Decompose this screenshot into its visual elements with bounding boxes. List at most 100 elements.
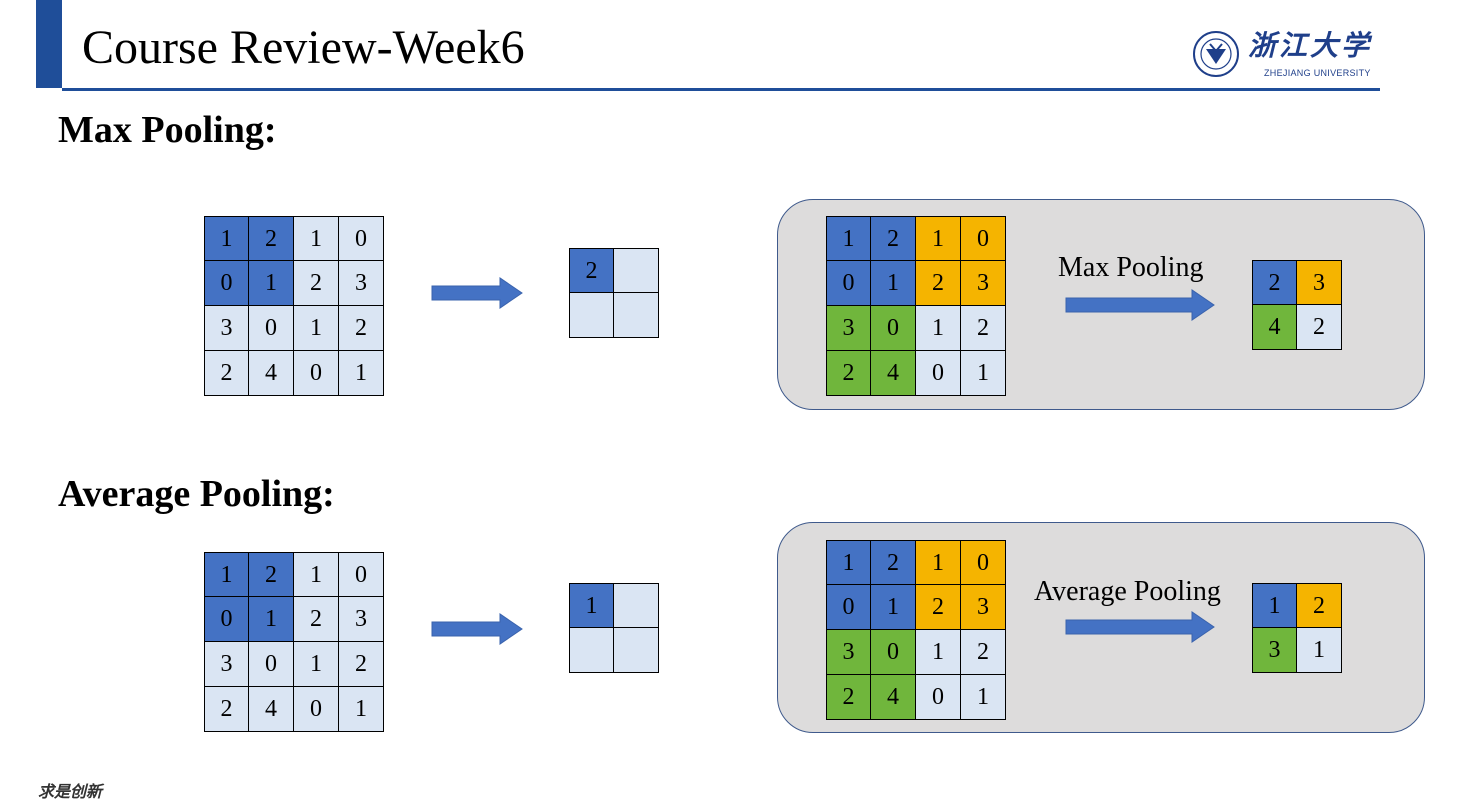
matrix-cell: 2 (293, 260, 339, 306)
matrix-cell: 2 (338, 641, 384, 687)
matrix-cell: 0 (960, 216, 1006, 261)
average-pooling-arrow-label: Average Pooling (1034, 576, 1221, 607)
matrix-cell: 1 (960, 350, 1006, 396)
matrix-cell: 1 (960, 674, 1006, 720)
matrix-cell: 0 (204, 596, 249, 642)
matrix-cell: 1 (826, 216, 871, 261)
matrix-cell: 0 (870, 305, 916, 351)
matrix-cell: 3 (1252, 627, 1297, 673)
matrix-cell: 1 (293, 552, 339, 597)
matrix-cell: 0 (338, 552, 384, 597)
matrix-cell: 0 (293, 350, 339, 396)
university-logo: 浙江大学 ZHEJIANG UNIVERSITY (1192, 30, 1392, 80)
matrix-cell: 2 (293, 596, 339, 642)
matrix-cell: 2 (1296, 304, 1342, 350)
matrix-cell: 2 (960, 629, 1006, 675)
slide-title: Course Review-Week6 (82, 21, 525, 74)
matrix-cell: 3 (204, 641, 249, 687)
matrix-cell: 1 (293, 305, 339, 351)
matrix-cell: 2 (870, 540, 916, 585)
matrix-cell: 3 (960, 584, 1006, 630)
right-arrow-icon (1065, 611, 1215, 643)
matrix-cell: 2 (569, 248, 614, 293)
matrix-cell: 2 (1296, 583, 1342, 628)
matrix-cell: 1 (293, 641, 339, 687)
matrix-cell (613, 583, 659, 628)
matrix-cell: 1 (293, 216, 339, 261)
matrix-cell: 2 (870, 216, 916, 261)
matrix-cell: 0 (204, 260, 249, 306)
average-pooling-partial-output-grid: 1 (569, 583, 659, 673)
title-underline (62, 88, 1380, 91)
footer-motto: 求是创新 (38, 782, 103, 801)
matrix-cell: 2 (338, 305, 384, 351)
matrix-cell: 0 (338, 216, 384, 261)
matrix-cell: 0 (915, 674, 961, 720)
matrix-cell (569, 627, 614, 673)
matrix-cell: 1 (1296, 627, 1342, 673)
matrix-cell: 1 (204, 216, 249, 261)
matrix-cell: 1 (204, 552, 249, 597)
matrix-cell: 2 (826, 674, 871, 720)
matrix-cell: 0 (915, 350, 961, 396)
matrix-cell: 2 (248, 216, 294, 261)
matrix-cell: 0 (870, 629, 916, 675)
matrix-cell: 2 (248, 552, 294, 597)
matrix-cell: 3 (826, 629, 871, 675)
matrix-cell: 1 (338, 686, 384, 732)
matrix-cell: 0 (248, 641, 294, 687)
university-subtitle: ZHEJIANG UNIVERSITY (1264, 68, 1371, 78)
matrix-cell (613, 292, 659, 338)
matrix-cell: 4 (1252, 304, 1297, 350)
matrix-cell: 2 (204, 350, 249, 396)
matrix-cell: 4 (870, 350, 916, 396)
matrix-cell: 0 (248, 305, 294, 351)
matrix-cell: 0 (960, 540, 1006, 585)
university-name: 浙江大学 (1248, 29, 1373, 62)
matrix-cell: 1 (915, 216, 961, 261)
matrix-cell: 0 (293, 686, 339, 732)
matrix-cell: 2 (915, 260, 961, 306)
matrix-cell (613, 627, 659, 673)
matrix-cell: 0 (826, 260, 871, 306)
matrix-cell (613, 248, 659, 293)
matrix-cell: 4 (248, 350, 294, 396)
matrix-cell: 1 (915, 629, 961, 675)
matrix-cell: 3 (338, 596, 384, 642)
matrix-cell: 3 (826, 305, 871, 351)
matrix-cell: 4 (870, 674, 916, 720)
matrix-cell: 1 (338, 350, 384, 396)
matrix-cell: 1 (870, 584, 916, 630)
matrix-cell: 1 (569, 583, 614, 628)
max-pooling-partial-output-grid: 2 (569, 248, 659, 338)
matrix-cell: 1 (1252, 583, 1297, 628)
right-arrow-icon (431, 613, 523, 645)
matrix-cell: 3 (960, 260, 1006, 306)
matrix-cell: 2 (1252, 260, 1297, 305)
matrix-cell: 1 (870, 260, 916, 306)
average-pooling-heading: Average Pooling: (58, 473, 335, 515)
matrix-cell: 4 (248, 686, 294, 732)
university-seal-icon (1193, 31, 1239, 77)
matrix-cell: 1 (248, 596, 294, 642)
right-arrow-icon (431, 277, 523, 309)
matrix-cell (569, 292, 614, 338)
right-arrow-icon (1065, 289, 1215, 321)
matrix-cell: 1 (248, 260, 294, 306)
matrix-cell: 2 (204, 686, 249, 732)
matrix-cell: 1 (826, 540, 871, 585)
matrix-cell: 2 (826, 350, 871, 396)
matrix-cell: 2 (915, 584, 961, 630)
matrix-cell: 1 (915, 305, 961, 351)
matrix-cell: 3 (338, 260, 384, 306)
matrix-cell: 1 (915, 540, 961, 585)
matrix-cell: 3 (204, 305, 249, 351)
matrix-cell: 3 (1296, 260, 1342, 305)
title-accent-bar (36, 0, 62, 88)
matrix-cell: 2 (960, 305, 1006, 351)
